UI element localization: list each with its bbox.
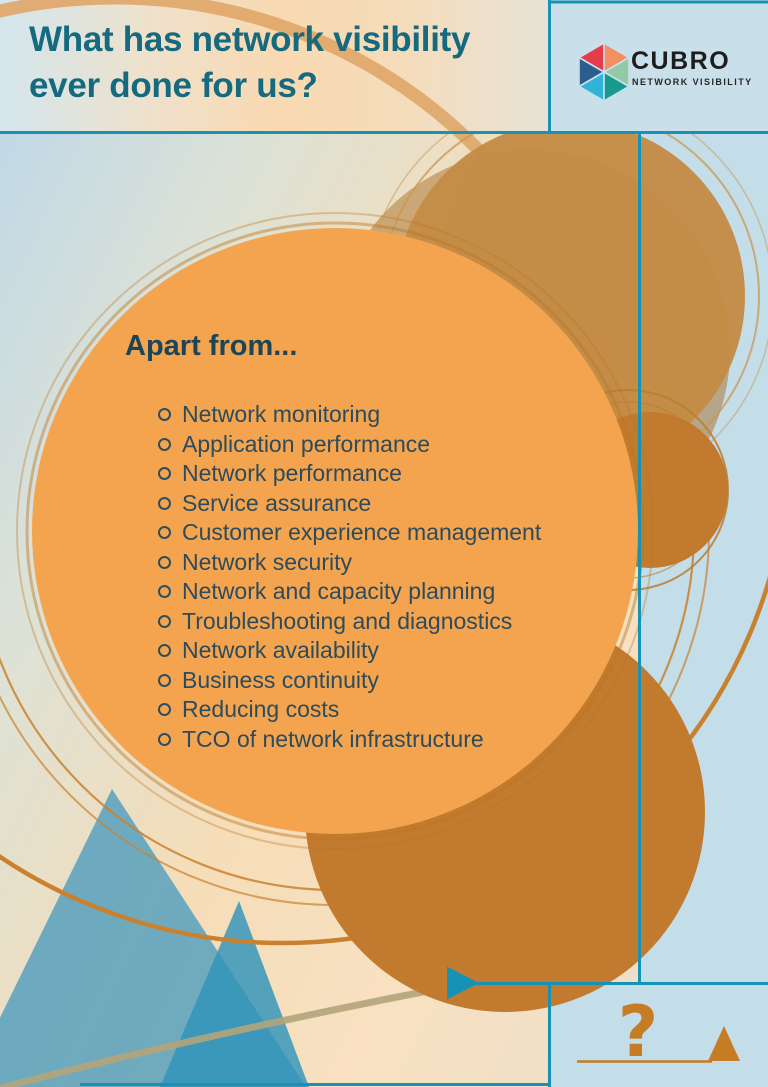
section-heading: Apart from... <box>125 330 298 362</box>
bullet-icon <box>158 732 171 746</box>
question-mark-group: ? <box>577 991 740 1073</box>
list-item-label: Reducing costs <box>182 696 340 723</box>
bullet-icon <box>158 703 171 717</box>
bullet-icon <box>158 673 171 687</box>
bullet-icon <box>158 555 171 569</box>
page-title-line2: ever done for us? <box>29 66 318 105</box>
list-item: Network monitoring <box>158 400 541 430</box>
cubro-hexagon-icon <box>577 41 631 103</box>
list-item: Business continuity <box>158 666 541 696</box>
list-item: Network security <box>158 548 541 578</box>
page-title: What has network visibility ever done fo… <box>29 17 470 109</box>
list-item: Network performance <box>158 459 541 489</box>
list-item-label: Business continuity <box>182 666 379 693</box>
small-triangle-icon <box>708 1026 740 1061</box>
question-mark: ? <box>618 991 659 1073</box>
bullet-icon <box>158 614 171 628</box>
list-item-label: TCO of network infrastructure <box>182 725 484 752</box>
bullet-icon <box>158 526 171 540</box>
bottom-right-panel <box>549 983 768 1087</box>
page-title-line1: What has network visibility <box>29 20 471 59</box>
list-item-label: Network performance <box>182 460 402 487</box>
brand-name: CUBRO <box>631 47 731 75</box>
list-item-label: Network availability <box>182 637 379 664</box>
list-item-label: Network security <box>182 548 352 575</box>
bullet-icon <box>158 467 171 481</box>
list-item-label: Network monitoring <box>182 401 381 428</box>
list-item: Network and capacity planning <box>158 577 541 607</box>
list-item-label: Service assurance <box>182 489 372 516</box>
list-item: Network availability <box>158 636 541 666</box>
bullet-icon <box>158 496 171 510</box>
list-item: Troubleshooting and diagnostics <box>158 607 541 637</box>
main-orange-circle <box>32 228 638 834</box>
list-item: TCO of network infrastructure <box>158 725 541 755</box>
orange-rim-arcs <box>16 212 654 850</box>
list-item-label: Troubleshooting and diagnostics <box>182 607 513 634</box>
list-item-label: Customer experience management <box>182 519 542 546</box>
list-item: Service assurance <box>158 489 541 519</box>
play-triangle-icon <box>447 966 479 1000</box>
bullet-icon <box>158 437 171 451</box>
bullet-icon <box>158 408 171 422</box>
list-item: Application performance <box>158 430 541 460</box>
benefits-list: Network monitoring Application performan… <box>158 400 541 754</box>
list-item-label: Application performance <box>182 430 431 457</box>
brand-tagline: NETWORK VISIBILITY <box>632 77 753 87</box>
list-item: Reducing costs <box>158 695 541 725</box>
list-item: Customer experience management <box>158 518 541 548</box>
bullet-icon <box>158 644 171 658</box>
bullet-icon <box>158 585 171 599</box>
list-item-label: Network and capacity planning <box>182 578 496 605</box>
